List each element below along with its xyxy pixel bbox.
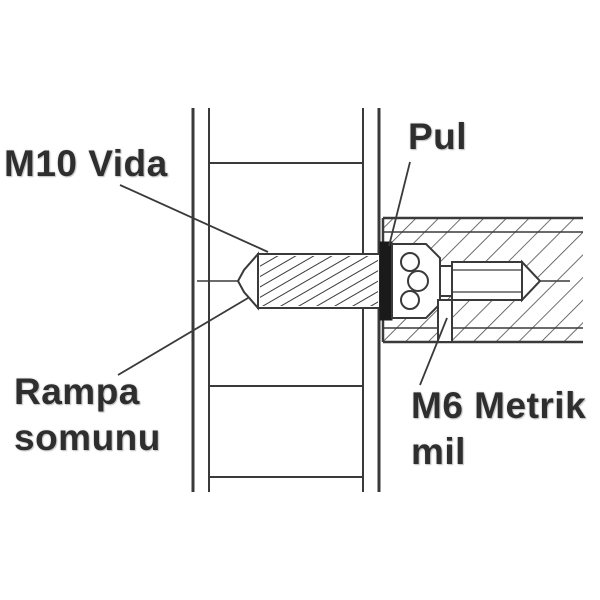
m10-screw xyxy=(236,251,381,311)
mounting-block xyxy=(381,216,583,344)
washer-label-text: Pul xyxy=(408,116,468,157)
washer-label: Pul xyxy=(408,114,467,160)
washer-leader-line xyxy=(388,161,411,247)
screw-leader-line xyxy=(119,184,269,253)
shaft-leader-line xyxy=(419,317,448,386)
m6-shaft-label-line1: M6 Metrik xyxy=(411,385,587,426)
m10-screw-label: M10 Vida xyxy=(4,141,168,187)
m6-shaft-label: M6 Metrik mil xyxy=(411,383,586,475)
washer xyxy=(379,241,393,321)
m6-shaft-label-line2: mil xyxy=(411,431,466,472)
ramp-nut-label-line2: somunu xyxy=(14,417,161,458)
hex-nut xyxy=(391,243,441,319)
leader-lines xyxy=(117,161,448,386)
ramp-nut-label-line1: Rampa xyxy=(14,371,140,412)
m10-screw-label-text: M10 Vida xyxy=(4,143,168,184)
ramp-nut-label: Rampa somunu xyxy=(14,369,161,461)
ramp-nut-leader-line xyxy=(117,297,249,376)
